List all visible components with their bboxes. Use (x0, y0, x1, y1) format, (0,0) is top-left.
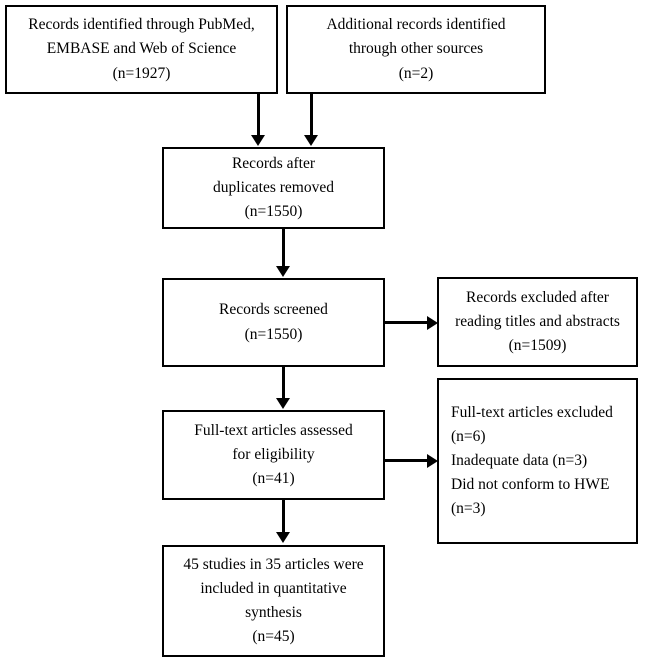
node-count: (n=1550) (244, 325, 303, 343)
node-records-excluded: Records excluded after reading titles an… (437, 277, 638, 367)
node-line: through other sources (348, 40, 484, 58)
node-records-identified-databases: Records identified through PubMed, EMBAS… (5, 5, 278, 94)
node-count: (n=45) (252, 628, 295, 646)
arrowhead-right-fulltext-excluded (427, 454, 438, 468)
node-studies-included-quantitative-synthesis: 45 studies in 35 articles were included … (162, 545, 385, 657)
node-line: Records identified through PubMed, (28, 16, 255, 34)
node-line: EMBASE and Web of Science (46, 40, 237, 58)
node-count: (n=41) (252, 470, 295, 487)
node-line: Records excluded after (466, 288, 609, 306)
node-count: (n=1550) (244, 203, 303, 220)
node-records-after-duplicates-removed: Records after duplicates removed (n=1550… (162, 147, 385, 229)
arrowhead-right-records-excluded (427, 316, 438, 330)
arrowhead-down-identified-db (251, 135, 265, 146)
arrowhead-down-duplicates (276, 266, 290, 277)
arrowhead-down-fulltext (276, 532, 290, 543)
node-line: Full-text articles assessed (194, 421, 353, 439)
node-line: Additional records identified (326, 16, 506, 34)
connector-fulltext-to-included (282, 500, 285, 533)
node-line: Did not conform to HWE (451, 476, 610, 493)
connector-screened-to-fulltext (282, 367, 285, 399)
connector-duplicates-to-screened (282, 229, 285, 267)
node-line: included in quantitative (200, 579, 347, 597)
node-fulltext-articles-excluded: Full-text articles excluded (n=6) Inadeq… (437, 378, 638, 544)
arrowhead-down-identified-other (304, 135, 318, 146)
node-line: Full-text articles excluded (451, 403, 613, 421)
node-line: reading titles and abstracts (455, 312, 620, 330)
node-count: (n=2) (398, 64, 434, 82)
arrowhead-down-screened (276, 398, 290, 409)
connector-identified-db-to-duplicates (257, 94, 260, 136)
connector-fulltext-to-fulltext-excluded (385, 459, 429, 462)
node-line: for eligibility (232, 445, 315, 463)
node-line: Records after (231, 154, 316, 172)
connector-identified-other-to-duplicates (310, 94, 313, 136)
node-line: duplicates removed (213, 178, 334, 196)
node-records-screened: Records screened (n=1550) (162, 278, 385, 367)
node-count: (n=3) (451, 500, 486, 518)
node-count: (n=1927) (112, 64, 171, 82)
node-count: (n=1509) (508, 337, 567, 354)
node-additional-records-other-sources: Additional records identified through ot… (286, 5, 546, 94)
node-line: synthesis (245, 604, 302, 621)
node-count: (n=6) (451, 427, 486, 445)
connector-screened-to-records-excluded (385, 321, 429, 324)
node-line: Inadequate data (n=3) (451, 451, 588, 469)
node-line: Records screened (219, 301, 328, 319)
node-fulltext-articles-assessed: Full-text articles assessed for eligibil… (162, 410, 385, 500)
node-line: 45 studies in 35 articles were (183, 555, 364, 573)
